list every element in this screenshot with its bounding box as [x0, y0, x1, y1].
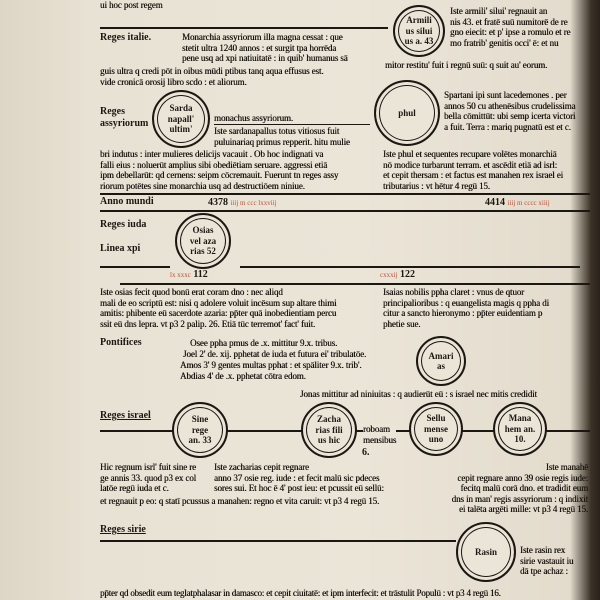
- top-fragment: ui hoc post regem: [100, 0, 163, 10]
- year-right-value: 4414: [485, 197, 505, 208]
- text-sardanapallus: Iste sardanapallus totus vitiosus fuit p…: [214, 126, 350, 147]
- circle-sardanapallus: Sarda napall' ultim': [152, 90, 210, 148]
- circle-amarias: Amari as: [416, 336, 466, 386]
- rule: [100, 193, 590, 195]
- line-left-roman: lx xxxc: [170, 271, 191, 279]
- line-right-roman: cxxxij: [380, 271, 398, 279]
- label-reges-italie: Reges italie.: [100, 32, 152, 43]
- rule: [120, 283, 590, 285]
- text-rasin: Iste rasin rex sirie vastauit iu dā tpe …: [520, 545, 574, 576]
- line-right: cxxxij 122: [380, 269, 415, 281]
- text-sine-rege: Hic regnum isrl' fuit sine re ge annis 3…: [100, 462, 197, 493]
- text-abdias: Abdias 4' de .x. pphetat cōtra edom.: [180, 371, 306, 381]
- year-right-roman: iiij m cccc xiiij: [507, 199, 550, 207]
- label-linea-christi: Linea xpi: [100, 243, 141, 254]
- text-sardanapallus-cont: bri indutus : inter mulieres delicijs va…: [100, 149, 339, 191]
- rule: [100, 210, 590, 212]
- rule: [100, 27, 388, 29]
- line-left: lx xxxc 112: [170, 269, 208, 281]
- text-roboam: roboam mensibus: [363, 424, 397, 445]
- text-monarchia: Monarchia assyriorum illa magna cessat :…: [182, 32, 348, 63]
- text-osee: Osee ppha pmus de .x. mittitur 9.x. trib…: [190, 338, 338, 348]
- rule: [100, 266, 170, 268]
- label-reges-assyriorum: Reges assyriorum: [100, 106, 149, 129]
- text-phul: Iste phul et sequentes recupare volētes …: [383, 149, 564, 191]
- year-left: 4378 iiij m ccc lxxviij: [208, 197, 277, 209]
- circle-rasin: Rasin: [456, 522, 516, 582]
- circle-sellum: Sellu mense uno: [409, 402, 463, 456]
- circle-manahem: Mana hem an. 10.: [493, 402, 547, 456]
- rule: [240, 266, 580, 268]
- rule: [100, 540, 456, 542]
- text-armilius: Iste armili' silui' regnauit an nis 43. …: [450, 6, 571, 48]
- text-zacharias-cont: et regnauit p eo: q statī pcussus a mana…: [100, 496, 380, 506]
- text-jonas: Jonas mittitur ad niniuitas : q audierūt…: [300, 389, 537, 399]
- text-manahem: Iste manahē cepit regnare anno 39 osie r…: [451, 462, 588, 514]
- text-amos: Amos 3' 9 gentes multas pphat : et spāli…: [180, 360, 362, 370]
- circle-zacharias: Zacha rias fili us hic: [301, 402, 357, 458]
- text-monachus: monachus assyriorum.: [214, 113, 293, 123]
- line-right-value: 122: [400, 269, 415, 280]
- label-anno-mundi: Anno mundi: [100, 196, 154, 207]
- text-sirie-bottom: pp̄ter qd obsedit eum teglatphalasar in …: [100, 588, 501, 598]
- text-joel: Joel 2' de. xij. pphetat de iuda et futu…: [183, 349, 367, 359]
- circle-osias: Osias vel aza rias 52: [175, 213, 231, 269]
- rule: [214, 124, 370, 125]
- text-osias: Iste osias fecit quod bonū erat coram dn…: [100, 287, 337, 329]
- label-reges-sirie: Reges sirie: [100, 524, 146, 535]
- label-reges-iuda: Reges iuda: [100, 219, 147, 230]
- text-isaias: Isaias nobilis ppha claret : vnus de qtu…: [383, 287, 549, 329]
- line-left-value: 112: [193, 269, 208, 280]
- label-pontifices: Pontifices: [100, 337, 142, 348]
- text-zacharias: Iste zacharias cepit regnare anno 37 osi…: [214, 462, 384, 493]
- year-left-roman: iiij m ccc lxxviij: [230, 199, 277, 207]
- number-6: 6.: [362, 447, 370, 458]
- circle-armilius: Armili us silui us a. 43: [393, 5, 445, 57]
- label-reges-israel: Reges israel: [100, 410, 151, 421]
- circle-sine-rege: Sine rege an. 33: [172, 402, 228, 458]
- year-right: 4414 iiij m cccc xiiij: [485, 197, 550, 209]
- circle-phul: phul: [374, 80, 440, 146]
- text-spartani: Spartani ipi sunt lacedemones . per anno…: [444, 90, 576, 132]
- year-left-value: 4378: [208, 197, 228, 208]
- text-armilius-cont: mitor restitu' fuit i regnū suū: q suit …: [385, 60, 548, 70]
- text-monarchia-cont: guis ultra q credi pōt in oibus mūdi pti…: [100, 66, 324, 87]
